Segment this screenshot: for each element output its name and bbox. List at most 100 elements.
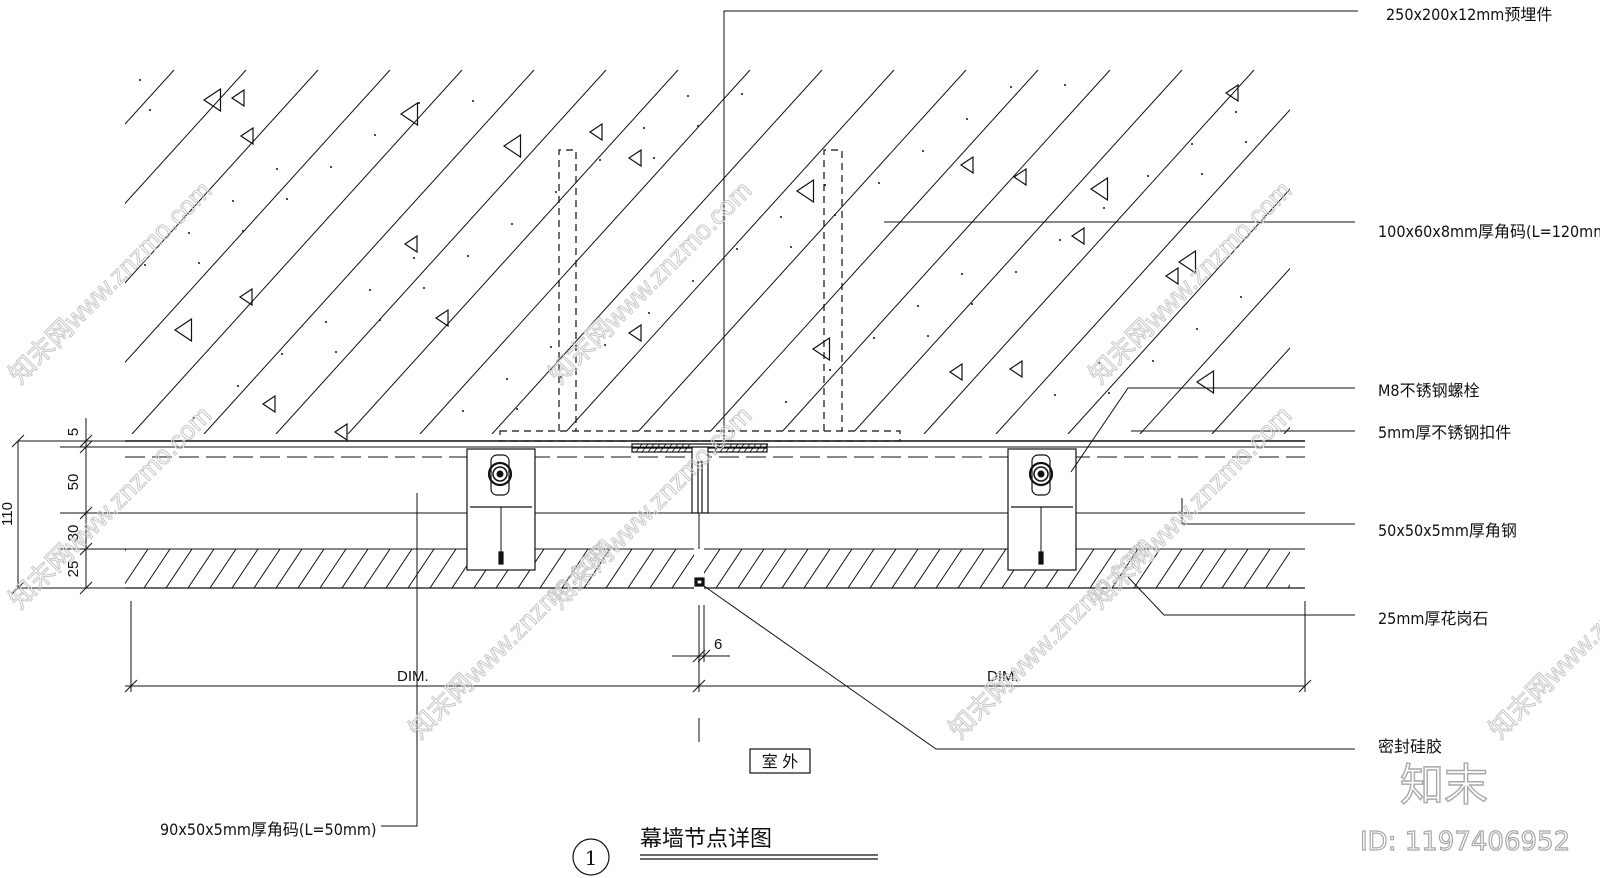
outside-label: 室 外	[762, 752, 799, 771]
aggregate-dot	[232, 200, 234, 202]
aggregate-dot	[790, 246, 792, 248]
aggregate-mark	[1164, 266, 1179, 286]
clip-hatch-line	[641, 443, 649, 453]
aggregate-dot	[648, 312, 650, 314]
aggregate-dot	[335, 351, 337, 353]
dim-50: 50	[65, 474, 82, 491]
granite-hatch-line	[125, 549, 127, 552]
granite-hatch-line	[363, 549, 391, 588]
aggregate-mark	[811, 336, 831, 362]
clip-hatch-line	[731, 443, 739, 453]
aggregate-dot	[1147, 175, 1149, 177]
granite-hatch-line	[957, 549, 985, 588]
granite-hatch-line	[429, 549, 457, 588]
left-bracket	[466, 448, 536, 571]
stainless-steel-clip	[631, 443, 768, 587]
label-sealant: 密封硅胶	[1378, 737, 1442, 756]
aggregate-mark	[403, 234, 418, 254]
dim-5: 5	[65, 428, 82, 436]
aggregate-mark	[1224, 83, 1239, 103]
label-angle-steel: 50x50x5mm厚角钢	[1378, 521, 1517, 540]
watermark-site: 知末网www.znzmo.com	[543, 175, 757, 389]
dim-right: DIM.	[987, 668, 1019, 685]
aggregate-mark	[1177, 249, 1197, 275]
aggregate-dot	[1103, 207, 1105, 209]
aggregate-dot	[139, 79, 141, 81]
aggregate-dot	[462, 410, 464, 412]
concrete-hatch-line	[707, 70, 1039, 434]
concrete-hatch-line	[563, 70, 895, 434]
aggregate-mark	[333, 422, 348, 442]
granite-hatch-line	[165, 549, 193, 588]
aggregate-dot	[653, 157, 655, 159]
clip-hatch-line	[737, 443, 745, 453]
aggregate-dot	[966, 118, 968, 120]
aggregate-dot	[281, 353, 283, 355]
aggregate-dot	[237, 385, 239, 387]
aggregate-dot	[1196, 328, 1198, 330]
granite-hatch-line	[187, 549, 215, 588]
clip-hatch-line	[725, 443, 733, 453]
aggregate-dot	[472, 100, 474, 102]
aggregate-mark	[238, 287, 253, 307]
aggregate-dot	[242, 230, 244, 232]
aggregate-dot	[834, 214, 836, 216]
aggregate-mark	[434, 308, 449, 328]
aggregate-dot	[692, 280, 694, 282]
concrete-aggregate	[139, 79, 1247, 442]
aggregate-dot	[1245, 141, 1247, 143]
granite-hatch-line	[143, 549, 171, 588]
aggregate-mark	[173, 317, 193, 343]
watermark-site: 知末网www.znzmo.com	[3, 175, 217, 389]
aggregate-dot	[276, 168, 278, 170]
concrete-hatch-line	[635, 70, 967, 434]
clip-hatch-line	[659, 443, 667, 453]
granite-hatch-line	[1111, 549, 1139, 588]
aggregate-mark	[261, 394, 276, 414]
granite-hatch-line	[1133, 549, 1161, 588]
aggregate-mark	[1012, 167, 1027, 187]
aggregate-dot	[423, 287, 425, 289]
granite-hatch-line	[1089, 549, 1117, 588]
granite-hatch-line	[737, 549, 765, 588]
aggregate-dot	[873, 337, 875, 339]
aggregate-dot	[506, 378, 508, 380]
aggregate-dot	[785, 401, 787, 403]
aggregate-dot	[599, 159, 601, 161]
aggregate-dot	[1098, 362, 1100, 364]
watermark-brand: 知末	[1400, 760, 1488, 811]
detail-number: 1	[585, 846, 598, 870]
concrete-hatch-line	[1139, 267, 1290, 434]
aggregate-mark	[1195, 369, 1215, 395]
granite-hatch-line	[561, 549, 589, 588]
aggregate-dot	[736, 248, 738, 250]
granite-hatch-line	[231, 549, 259, 588]
aggregate-dot	[780, 216, 782, 218]
granite-hatch-line	[385, 549, 413, 588]
concrete-hatch-line	[419, 70, 751, 434]
concrete-hatch-line	[851, 70, 1183, 434]
aggregate-dot	[1015, 271, 1017, 273]
granite-hatch-line	[627, 549, 655, 588]
aggregate-dot	[511, 223, 513, 225]
aggregate-mark	[230, 88, 245, 108]
granite-hatch-line	[781, 549, 809, 588]
granite-hatch-line	[1067, 549, 1095, 588]
concrete-hatch-line	[995, 108, 1290, 434]
granite-hatch-line	[891, 549, 919, 588]
label-embedded-plate: 250x200x12mm预埋件	[1386, 5, 1552, 24]
aggregate-dot	[193, 417, 195, 419]
watermark-id: ID: 1197406952	[1360, 827, 1570, 857]
clip-hatch-line	[665, 443, 673, 453]
aggregate-dot	[516, 408, 518, 410]
dim-110: 110	[0, 502, 16, 526]
granite-hatch-line	[297, 549, 325, 588]
aggregate-dot	[330, 166, 332, 168]
clip-hatch-line	[743, 443, 751, 453]
granite-hatch-line	[1177, 549, 1205, 588]
granite-hatch-line	[407, 549, 435, 588]
aggregate-dot	[971, 303, 973, 305]
dim-left: DIM.	[397, 668, 429, 685]
aggregate-dot	[1201, 173, 1203, 175]
